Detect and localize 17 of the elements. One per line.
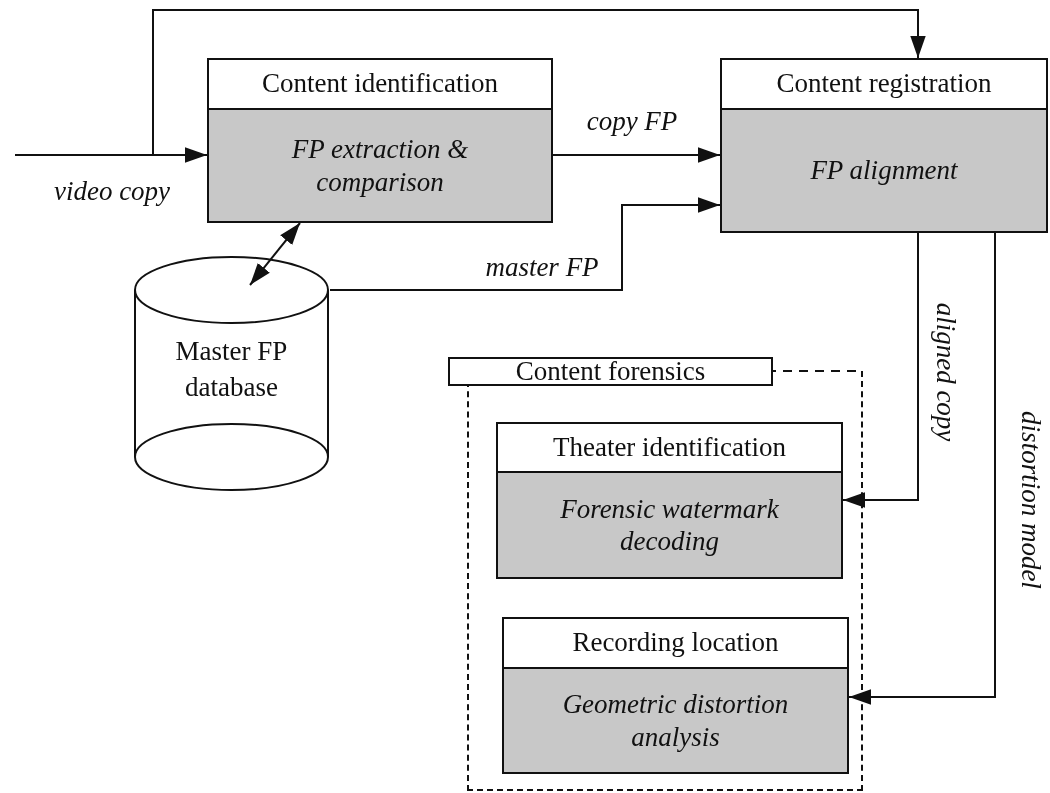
arrow [249, 222, 301, 286]
process-box [496, 422, 843, 579]
arrow [842, 232, 919, 508]
arrow [329, 197, 721, 291]
database-label: Master FP database [174, 335, 289, 405]
box-body: Geometric distortion analysis [504, 669, 847, 772]
group-title: Content forensics [448, 357, 773, 386]
process-box [720, 58, 1048, 233]
arrow [152, 9, 926, 156]
box-body: FP alignment [722, 110, 1046, 231]
box-body: FP extraction & comparison [209, 110, 551, 221]
arrow [14, 147, 208, 163]
process-box [502, 617, 849, 774]
box-body: Forensic watermark decoding [498, 473, 841, 577]
arrow [552, 147, 721, 163]
process-box [207, 58, 553, 223]
arrow [848, 232, 996, 705]
